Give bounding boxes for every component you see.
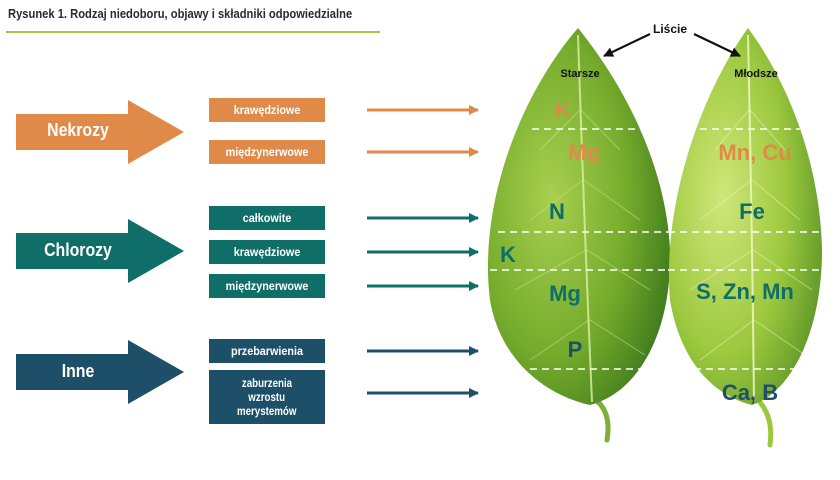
- chlorosis-label: Chlorozy: [44, 240, 112, 260]
- younger-leaf: [668, 28, 822, 448]
- older-leaf-stem: [590, 395, 611, 443]
- nutrient-label: P: [568, 337, 583, 362]
- necrosis-connectors: [367, 105, 479, 157]
- nutrient-label: Ca, B: [722, 380, 778, 405]
- necrosis-arrow: [16, 100, 184, 164]
- symptom-box-necrosis-marginal: krawędziowe: [209, 98, 325, 122]
- pointer-arrow-older: [603, 33, 651, 57]
- nutrient-label: K: [555, 98, 571, 123]
- necrosis-label: Nekrozy: [47, 120, 109, 140]
- older-leaf-veins: [514, 109, 651, 361]
- older-leaf-nutrients: K Mg N K Mg P: [500, 98, 600, 362]
- nutrient-label: K: [500, 242, 516, 267]
- leaf-zone-separators: [490, 128, 826, 370]
- chlorosis-arrow: [16, 219, 184, 283]
- symptom-box-chlorosis-marginal: krawędziowe: [209, 240, 325, 264]
- symptom-box-meristem-growth: zaburzenia wzrostu merystemów: [209, 370, 325, 424]
- symptom-box-necrosis-interveinal: międzynerwowe: [209, 140, 325, 164]
- figure-title: Rysunek 1. Rodzaj niedoboru, objawy i sk…: [8, 6, 353, 21]
- younger-leaf-label: Młodsze: [734, 68, 777, 80]
- younger-leaf-blade: [668, 28, 822, 405]
- older-leaf-midrib: [577, 34, 593, 403]
- other-connectors: [367, 346, 479, 398]
- nutrient-label: Mn, Cu: [718, 140, 791, 165]
- leaves-header: Liście: [653, 22, 687, 36]
- nutrient-label: N: [549, 199, 565, 224]
- title-underline: [6, 31, 380, 33]
- nutrient-label: Fe: [739, 199, 765, 224]
- younger-leaf-midrib: [747, 34, 755, 403]
- symptom-box-discoloration: przebarwienia: [209, 339, 325, 363]
- other-arrow: [16, 340, 184, 404]
- chlorosis-connectors: [367, 213, 479, 291]
- nutrient-label: S, Zn, Mn: [696, 279, 794, 304]
- nutrient-label: Mg: [549, 281, 581, 306]
- nutrient-label: Mg: [568, 140, 600, 165]
- younger-leaf-veins: [689, 109, 813, 361]
- symptom-box-chlorosis-total: całkowite: [209, 206, 325, 230]
- other-label: Inne: [61, 361, 95, 381]
- older-leaf-label: Starsze: [560, 68, 599, 80]
- older-leaf-blade: [487, 28, 671, 405]
- younger-leaf-nutrients: Mn, Cu Fe S, Zn, Mn Ca, B: [696, 140, 794, 405]
- younger-leaf-stem: [753, 395, 774, 448]
- symptom-box-chlorosis-interveinal: międzynerwowe: [209, 274, 325, 298]
- pointer-arrow-younger: [693, 33, 741, 57]
- older-leaf: [487, 28, 671, 443]
